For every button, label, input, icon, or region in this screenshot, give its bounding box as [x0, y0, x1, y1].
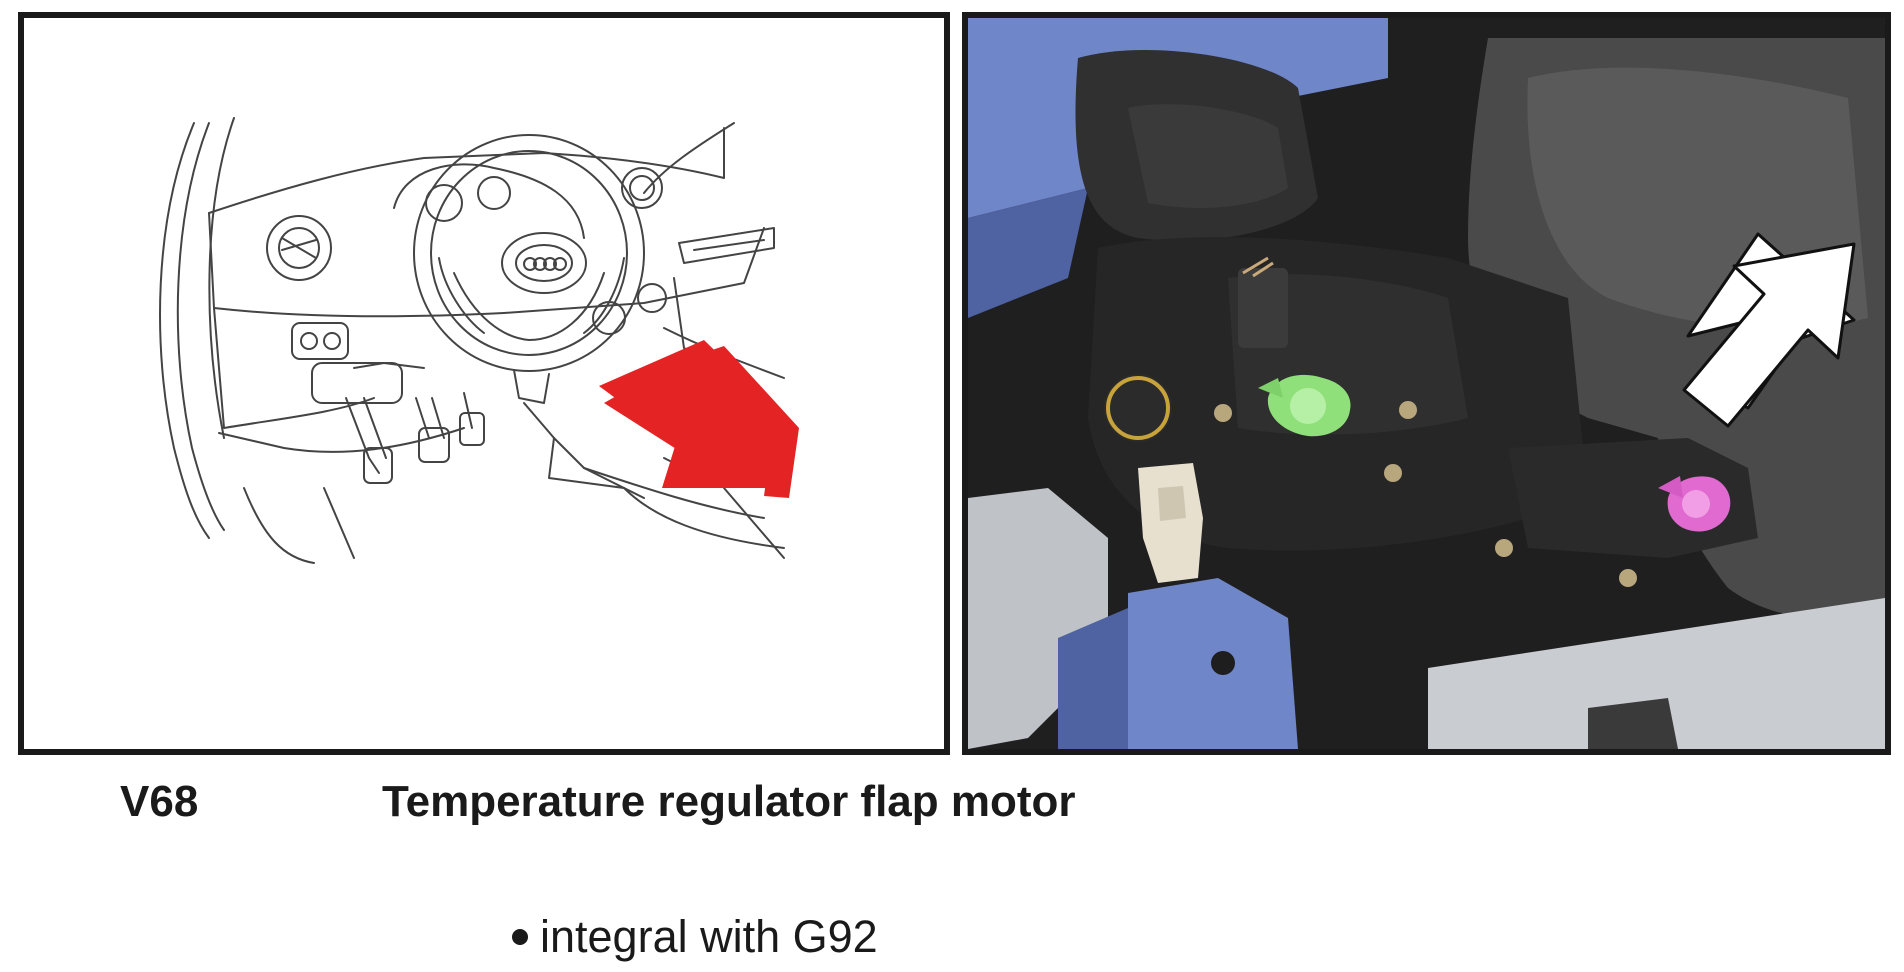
component-photo-panel [962, 12, 1891, 755]
dashboard-line-drawing [159, 117, 799, 564]
brake-pedal [415, 397, 430, 439]
component-name: Temperature regulator flap motor [382, 777, 1076, 826]
left-air-vent [266, 215, 332, 281]
steering-wheel [413, 134, 645, 372]
dashboard-diagram-panel [18, 12, 950, 755]
note-text: integral with G92 [540, 911, 878, 962]
pink-flap-lever [1658, 476, 1731, 532]
green-flap-lever [1258, 374, 1351, 437]
dashboard-top-line [208, 127, 725, 214]
note-item: integral with G92 [512, 914, 878, 959]
accelerator-pedal [463, 392, 473, 429]
clutch-pedal [345, 397, 380, 474]
component-code: V68 [120, 777, 199, 826]
bullet-icon [512, 928, 528, 945]
steering-wheel-hub [501, 232, 587, 294]
a-pillar-line [159, 122, 210, 539]
component-photo [968, 18, 1885, 749]
